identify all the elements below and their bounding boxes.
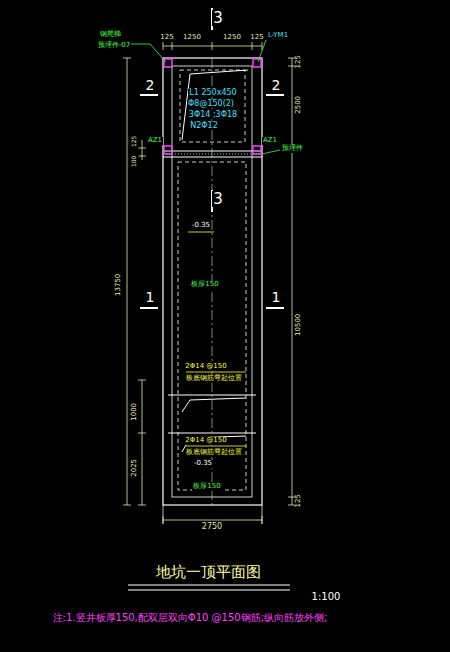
rebar-label: 2Φ14 @150 bbox=[184, 437, 227, 445]
dimension: 1000 bbox=[131, 402, 139, 422]
scale: 1:100 bbox=[311, 591, 342, 602]
note: 注:1.竖井板厚150,配双层双向Φ10 @150钢筋;纵向筋放外侧; bbox=[52, 612, 329, 623]
dimension: 125 bbox=[159, 34, 174, 42]
part-label: 预埋件-07 bbox=[97, 42, 131, 50]
elevation: -0.35 bbox=[193, 460, 213, 468]
section-mark: 3 bbox=[212, 191, 224, 208]
dimension: 125 bbox=[295, 493, 303, 508]
dimension: 125 bbox=[132, 134, 139, 147]
dimension: 13750 bbox=[115, 273, 123, 297]
dimension: 2500 bbox=[295, 95, 303, 115]
section-mark: 1 bbox=[271, 290, 282, 305]
elevation: -0.35 bbox=[191, 222, 211, 230]
dimension: 1250 bbox=[182, 34, 202, 42]
beam-label: 3Φ14 ;3Φ18 bbox=[188, 111, 238, 120]
rebar-label: 板底钢筋弯起位置 bbox=[185, 449, 243, 457]
dimension: 10500 bbox=[295, 313, 303, 337]
part-label: L-YM1 bbox=[267, 32, 289, 40]
section-mark: 2 bbox=[145, 78, 156, 93]
rebar-label: 板底钢筋弯起位置 bbox=[185, 375, 243, 383]
beam-label: L1 250x450 bbox=[188, 89, 237, 98]
dimension: 2025 bbox=[131, 458, 139, 478]
beam-label: N2Φ12 bbox=[189, 122, 219, 131]
dimension: 100 bbox=[132, 154, 139, 167]
section-mark: 3 bbox=[212, 10, 224, 27]
dimension: 1250 bbox=[222, 34, 242, 42]
dimension: 125 bbox=[295, 54, 303, 69]
slab-label: 板厚150 bbox=[190, 281, 219, 289]
drawing-title: 地坑一顶平面图 bbox=[155, 564, 262, 581]
section-mark: 1 bbox=[145, 290, 156, 305]
rebar-label: 2Φ14 @150 bbox=[184, 363, 227, 371]
slab-label: 板厚150 bbox=[192, 483, 221, 491]
part-label: 预埋件 bbox=[281, 145, 304, 153]
dimension: 125 bbox=[249, 34, 264, 42]
section-mark: 2 bbox=[271, 78, 282, 93]
dimension: 2750 bbox=[201, 523, 223, 532]
column-label: AZ1 bbox=[147, 137, 163, 145]
part-label: 钢爬梯 bbox=[99, 31, 122, 39]
column-label: AZ1 bbox=[262, 137, 278, 145]
beam-label: Φ8@150(2) bbox=[187, 100, 235, 109]
